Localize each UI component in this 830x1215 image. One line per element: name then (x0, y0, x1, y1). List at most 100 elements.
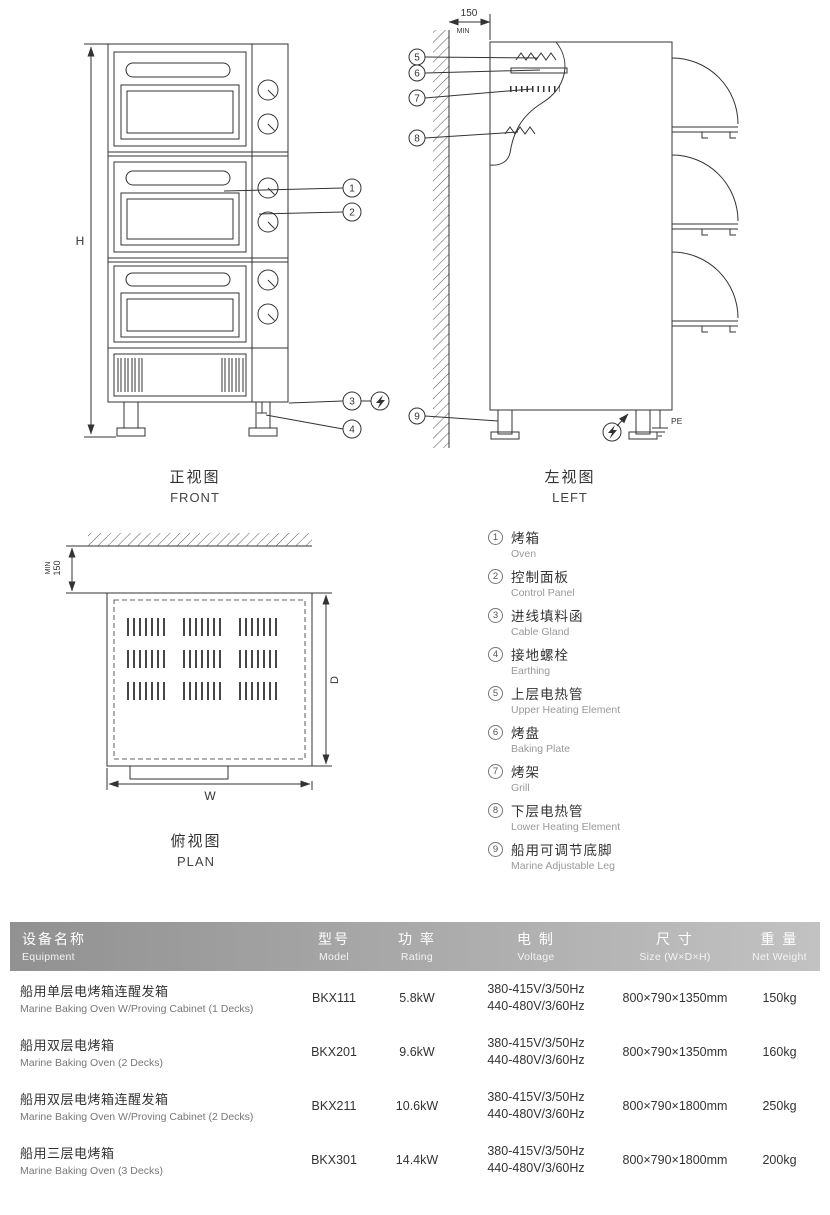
legend-number-badge: 1 (488, 529, 503, 545)
cell-equipment: 船用单层电烤箱连醒发箱 Marine Baking Oven W/Proving… (20, 984, 254, 1015)
cell-model: BKX211 (311, 1099, 357, 1113)
legend-number-badge: 8 (488, 802, 503, 818)
legend-label-en: Cable Gland (511, 626, 570, 638)
front-callout-numbers: 1 2 3 4 (349, 184, 355, 436)
svg-text:7: 7 (414, 94, 420, 105)
legend-label-zh: 上层电热管 (511, 687, 584, 702)
legend-item-baking-plate: 6 烤盘 Baking Plate (488, 722, 823, 755)
cell-rating: 14.4kW (395, 1153, 439, 1167)
header-voltage: 电 制 Voltage (517, 931, 555, 963)
legend-label-en: Baking Plate (511, 743, 570, 755)
legend-number-badge: 3 (488, 607, 503, 623)
plan-dim-150-label: 150 (52, 560, 62, 575)
left-dim-min-label: MIN (457, 28, 470, 35)
table-row: 船用双层电烤箱连醒发箱 Marine Baking Oven W/Proving… (10, 1079, 820, 1133)
cell-weight: 150kg (762, 991, 797, 1005)
header-rating: 功 率 Rating (398, 931, 436, 963)
svg-text:2: 2 (349, 208, 355, 219)
cell-rating: 9.6kW (399, 1045, 435, 1059)
legend-label-zh: 烤箱 (511, 531, 540, 546)
left-callout-numbers: 5 6 7 8 9 (414, 53, 420, 423)
plan-dim-w-label: W (204, 789, 216, 803)
legend-label-zh: 接地螺栓 (511, 648, 569, 663)
legend-number-badge: 7 (488, 763, 503, 779)
cell-weight: 250kg (762, 1099, 797, 1113)
left-view-caption-zh: 左视图 (544, 469, 596, 486)
legend-item-oven: 1 烤箱 Oven (488, 527, 823, 560)
cell-equipment: 船用双层电烤箱连醒发箱 Marine Baking Oven W/Proving… (20, 1092, 254, 1123)
legend-number-badge: 5 (488, 685, 503, 701)
table-row: 船用单层电烤箱连醒发箱 Marine Baking Oven W/Proving… (10, 971, 820, 1025)
svg-text:6: 6 (414, 69, 420, 80)
header-model: 型号 Model (318, 931, 350, 963)
legend-number-badge: 2 (488, 568, 503, 584)
legend-item-grill: 7 烤架 Grill (488, 761, 823, 794)
pe-label: PE (671, 416, 683, 426)
front-dim-h-label: H (76, 234, 85, 248)
legend-label-zh: 进线填料函 (511, 609, 584, 624)
legend-label-en: Grill (511, 782, 530, 794)
cell-size: 800×790×1800mm (622, 1099, 728, 1113)
legend-label-en: Oven (511, 548, 537, 560)
cell-rating: 5.8kW (399, 991, 435, 1005)
legend-number-badge: 6 (488, 724, 503, 740)
legend-item-lower-heating-element: 8 下层电热管 Lower Heating Element (488, 800, 823, 833)
svg-text:8: 8 (414, 134, 420, 145)
table-row: 船用三层电烤箱 Marine Baking Oven (3 Decks) BKX… (10, 1133, 820, 1187)
left-view-drawing (433, 14, 739, 448)
parts-legend: 1 烤箱 Oven 2 控制面板 Control Panel 3 进线填料函 Cabl… (488, 527, 823, 878)
legend-label-en: Upper Heating Element (511, 704, 621, 716)
front-view-callouts (223, 178, 390, 439)
cell-weight: 200kg (762, 1153, 797, 1167)
left-view-caption: 左视图 LEFT (475, 466, 665, 505)
legend-label-zh: 烤架 (511, 765, 540, 780)
legend-label-zh: 烤盘 (511, 726, 540, 741)
left-dim-150-label: 150 (461, 8, 478, 19)
legend-label-en: Earthing (511, 665, 551, 677)
cell-size: 800×790×1800mm (622, 1153, 728, 1167)
legend-label-en: Lower Heating Element (511, 821, 621, 833)
svg-text:9: 9 (414, 412, 420, 423)
plan-view-drawing (66, 533, 332, 790)
plan-view-caption-zh: 俯视图 (170, 833, 222, 850)
legend-number-badge: 9 (488, 841, 503, 857)
power-bolt-icon (376, 395, 385, 409)
spec-table: 设备名称 Equipment 型号 Model 功 率 Rating 电 制 V… (10, 922, 820, 1187)
legend-label-zh: 下层电热管 (511, 804, 584, 819)
plan-dim-d-label: D (329, 676, 341, 684)
cell-size: 800×790×1350mm (622, 1045, 728, 1059)
plan-view-caption: 俯视图 PLAN (101, 830, 291, 869)
technical-drawings: 1 2 3 4 H (45, 8, 739, 803)
power-bolt-icon (608, 425, 617, 439)
svg-text:4: 4 (349, 425, 355, 436)
cell-size: 800×790×1350mm (622, 991, 728, 1005)
header-net-weight: 重 量 Net Weight (752, 931, 807, 963)
cell-weight: 160kg (762, 1045, 797, 1059)
cell-model: BKX301 (311, 1153, 357, 1167)
legend-label-en: Marine Adjustable Leg (511, 860, 615, 872)
header-size: 尺 寸 Size (W×D×H) (639, 931, 711, 963)
legend-label-zh: 控制面板 (511, 570, 569, 585)
legend-item-earthing: 4 接地螺栓 Earthing (488, 644, 823, 677)
cell-model: BKX201 (311, 1045, 357, 1059)
legend-item-upper-heating-element: 5 上层电热管 Upper Heating Element (488, 683, 823, 716)
front-view-caption: 正视图 FRONT (100, 466, 290, 505)
header-equipment: 设备名称 Equipment (22, 931, 86, 963)
front-view-drawing (84, 43, 289, 438)
front-view-caption-en: FRONT (170, 490, 220, 505)
cell-rating: 10.6kW (395, 1099, 439, 1113)
legend-number-badge: 4 (488, 646, 503, 662)
svg-text:3: 3 (349, 397, 355, 408)
left-view-callouts (408, 48, 541, 425)
legend-item-control-panel: 2 控制面板 Control Panel (488, 566, 823, 599)
plan-view-caption-en: PLAN (177, 854, 215, 869)
cell-voltage: 380-415V/3/50Hz 440-480V/3/60Hz (487, 1036, 585, 1067)
svg-text:5: 5 (414, 53, 420, 64)
cell-voltage: 380-415V/3/50Hz 440-480V/3/60Hz (487, 1144, 585, 1175)
plan-dim-min-label: MIN (45, 562, 52, 575)
left-view-caption-en: LEFT (552, 490, 588, 505)
cell-model: BKX111 (311, 991, 356, 1005)
legend-label-en: Control Panel (511, 587, 575, 599)
front-view-caption-zh: 正视图 (169, 469, 221, 486)
